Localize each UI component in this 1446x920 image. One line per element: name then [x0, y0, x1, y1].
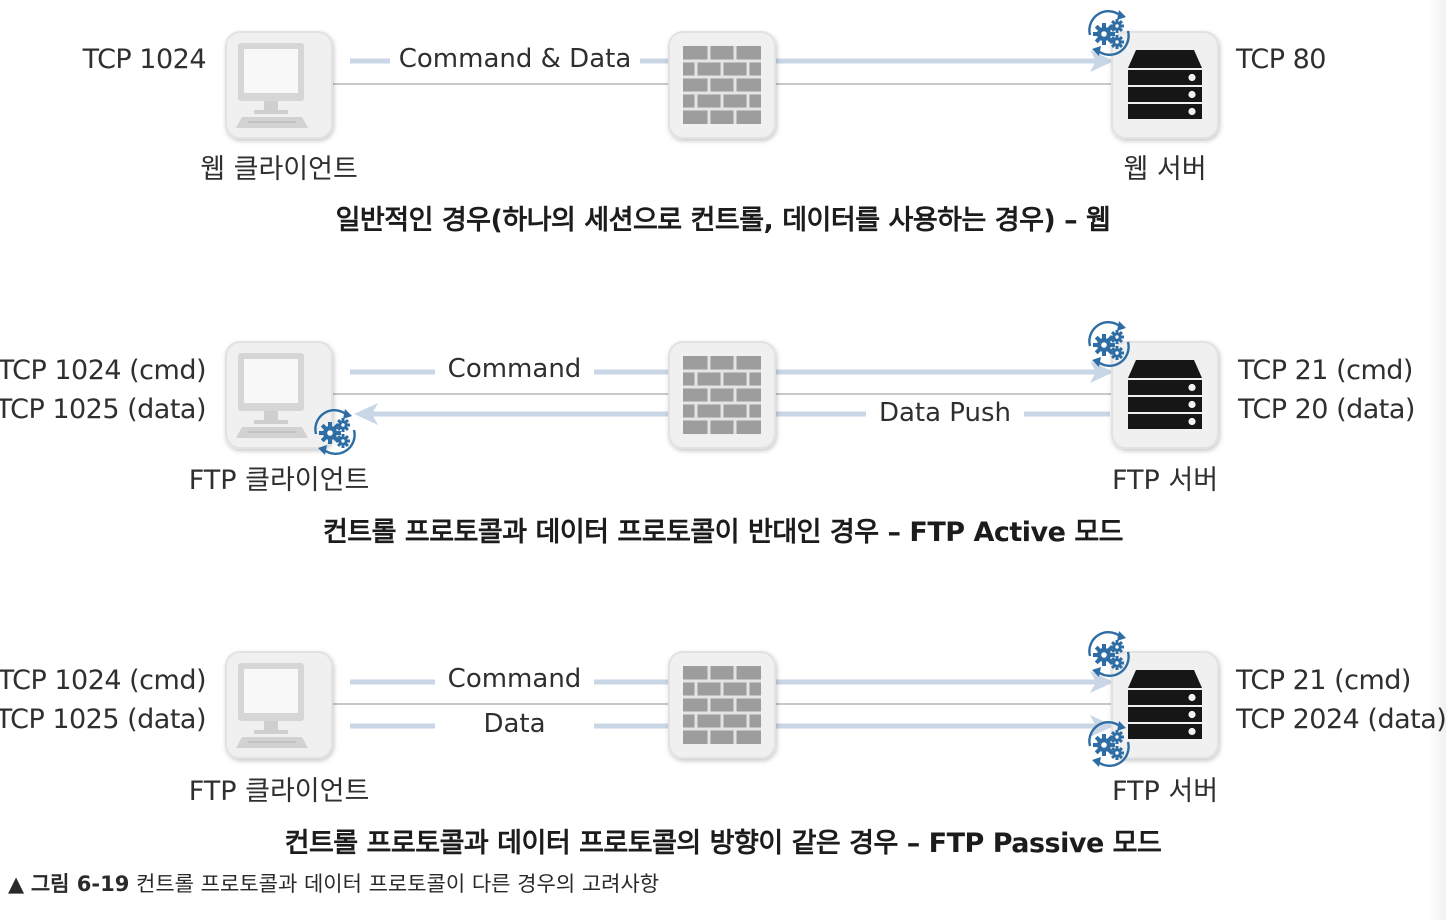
scenario-ftp-passive [225, 629, 1219, 769]
gear-icon [314, 407, 356, 457]
figure-caption-text: 컨트롤 프로토콜과 데이터 프로토콜이 다른 경우의 고려사항 [136, 872, 660, 896]
page-edge-shade [1428, 0, 1446, 920]
figure-caption: ▲ 그림 6-19 컨트롤 프로토콜과 데이터 프로토콜이 다른 경우의 고려사… [8, 868, 659, 898]
flow-label: Data Push [878, 398, 1012, 428]
client-port-label: TCP 1024 [82, 44, 207, 75]
arrow-head [1090, 361, 1114, 383]
server-port-label: TCP 80 [1236, 44, 1326, 75]
firewall-icon [667, 650, 777, 760]
server-icon [1111, 31, 1219, 139]
client-port-label: TCP 1025 (data) [0, 704, 207, 735]
client-device-label: 웹 클라이언트 [200, 154, 358, 185]
client-port-label: TCP 1024 (cmd) [0, 665, 207, 696]
server-device-label: FTP 서버 [1111, 776, 1219, 807]
triangle-marker-icon: ▲ [8, 872, 25, 896]
server-device-label: FTP 서버 [1111, 465, 1219, 496]
figure-number: 그림 6-19 [30, 872, 130, 896]
server-icon [1111, 341, 1219, 449]
server-port-label: TCP 21 (cmd) [1236, 665, 1411, 696]
desktop-computer-icon [225, 31, 333, 139]
client-port-label: TCP 1025 (data) [0, 394, 207, 425]
arrow-head [1090, 671, 1114, 693]
scenario-caption: 일반적인 경우(하나의 세션으로 컨트롤, 데이터를 사용하는 경우) – 웹 [335, 205, 1111, 236]
server-port-label: TCP 20 (data) [1238, 394, 1415, 425]
server-port-label: TCP 2024 (data) [1236, 704, 1446, 735]
desktop-computer-icon [225, 651, 333, 759]
arrow-head [354, 403, 378, 425]
client-port-label: TCP 1024 (cmd) [0, 355, 207, 386]
scenario-caption: 컨트롤 프로토콜과 데이터 프로토콜의 방향이 같은 경우 – FTP Pass… [284, 828, 1162, 859]
scenario-ftp-active [225, 319, 1219, 457]
firewall-icon [667, 30, 777, 140]
flow-label: Command [447, 354, 582, 384]
firewall-icon [667, 340, 777, 450]
flow-label: Command [447, 664, 582, 694]
flow-label: Data [483, 709, 546, 739]
arrow-head [1090, 50, 1114, 72]
arrow-head [1090, 715, 1114, 737]
flow-label: Command & Data [398, 44, 632, 74]
client-device-label: FTP 클라이언트 [188, 776, 370, 807]
client-device-label: FTP 클라이언트 [188, 465, 370, 496]
scenario-web [225, 8, 1219, 140]
server-device-label: 웹 서버 [1123, 154, 1207, 185]
scenario-caption: 컨트롤 프로토콜과 데이터 프로토콜이 반대인 경우 – FTP Active … [322, 517, 1124, 548]
server-port-label: TCP 21 (cmd) [1238, 355, 1413, 386]
